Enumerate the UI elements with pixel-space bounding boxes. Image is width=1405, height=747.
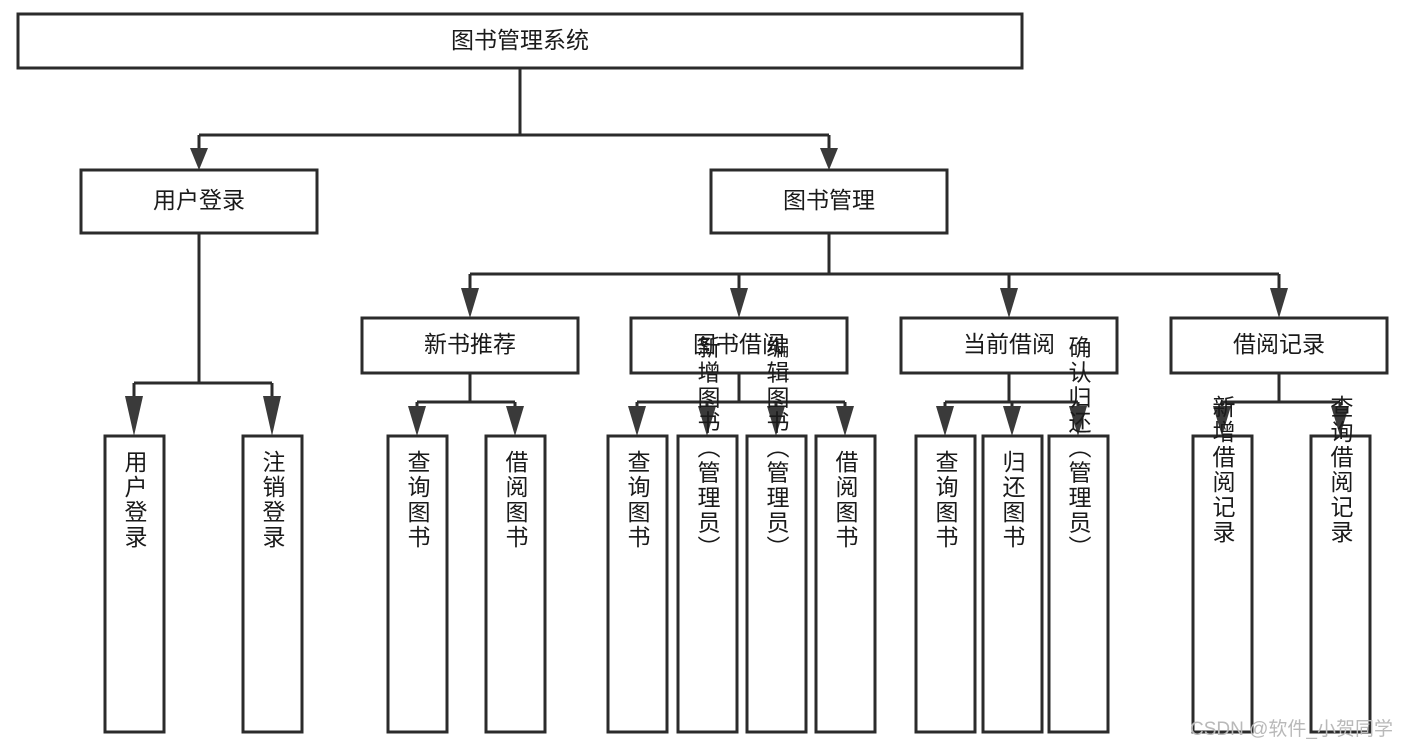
arrow-head-icon (628, 406, 646, 436)
leaf-label: 确认归还（管理员） (1065, 336, 1092, 561)
connectors-bookborrow-to-leaves (628, 373, 854, 436)
leaf-node[interactable]: 借阅图书 (484, 434, 547, 734)
arrow-head-icon (698, 406, 716, 436)
leaf-edit-book-box[interactable] (745, 434, 808, 734)
leaf-label: 新增图书（管理员） (694, 336, 721, 561)
arrow-head-icon (1270, 288, 1288, 318)
arrow-head-icon (125, 396, 143, 436)
leaf-label: 新增借阅记录 (1209, 395, 1236, 545)
leaf-query-borrow-record-box[interactable] (1309, 434, 1372, 734)
arrow-head-icon (730, 288, 748, 318)
leaf-query-book-1-box[interactable] (386, 434, 449, 734)
arrow-head-icon (1331, 406, 1349, 436)
node-book-borrow[interactable]: 图书借阅 (629, 316, 849, 375)
leaf-node[interactable]: 查询图书 (914, 434, 977, 734)
node-new-book-recommend[interactable]: 新书推荐 (360, 316, 580, 375)
node-user-login-box[interactable] (79, 168, 319, 235)
node-current-borrow-box[interactable] (899, 316, 1119, 375)
leaf-label: 用户登录 (121, 450, 148, 550)
arrow-head-icon (506, 406, 524, 436)
leaf-label: 查询图书 (404, 450, 431, 550)
connectors-newbook-to-leaves (408, 373, 524, 436)
leaf-label: 借阅图书 (832, 450, 859, 550)
node-borrow-record[interactable]: 借阅记录 (1169, 316, 1389, 375)
leaf-label: 归还图书 (999, 450, 1026, 550)
leaf-label: 注销登录 (259, 450, 286, 550)
connectors-borrowrecord-to-leaves (1213, 373, 1349, 436)
leaf-query-book-3-box[interactable] (914, 434, 977, 734)
leaf-return-book-box[interactable] (981, 434, 1044, 734)
arrow-head-icon (936, 406, 954, 436)
leaf-node[interactable]: 用户登录 (103, 434, 166, 734)
node-book-management[interactable]: 图书管理 (709, 168, 949, 235)
leaf-query-book-2-box[interactable] (606, 434, 669, 734)
connectors-root-to-level2 (190, 68, 838, 170)
node-new-book-recommend-label: 新书推荐 (424, 331, 516, 357)
node-root[interactable]: 图书管理系统 (16, 12, 1024, 70)
arrow-head-icon (1000, 288, 1018, 318)
arrow-head-icon (1003, 406, 1021, 436)
leaf-node[interactable]: 新增图书（管理员） (676, 336, 739, 734)
leaf-node[interactable]: 查询图书 (606, 434, 669, 734)
leaf-label: 借阅图书 (502, 450, 529, 550)
leaf-node[interactable]: 编辑图书（管理员） (745, 336, 808, 734)
leaf-label: 查询借阅记录 (1327, 395, 1354, 545)
leaf-node[interactable]: 归还图书 (981, 434, 1044, 734)
leaf-borrow-book-1-box[interactable] (484, 434, 547, 734)
leaf-node[interactable]: 确认归还（管理员） (1047, 336, 1110, 734)
node-book-borrow-label: 图书借阅 (693, 331, 785, 357)
leaf-user-login-box[interactable] (103, 434, 166, 734)
connectors-level2-to-level3 (461, 233, 1288, 318)
arrow-head-icon (836, 406, 854, 436)
leaf-label: 编辑图书（管理员） (763, 336, 790, 561)
node-borrow-record-label: 借阅记录 (1233, 331, 1325, 357)
arrow-head-icon (820, 148, 838, 170)
leaf-borrow-book-2-box[interactable] (814, 434, 877, 734)
node-current-borrow[interactable]: 当前借阅 (899, 316, 1119, 375)
node-borrow-record-box[interactable] (1169, 316, 1389, 375)
node-book-management-box[interactable] (709, 168, 949, 235)
node-new-book-recommend-box[interactable] (360, 316, 580, 375)
connectors-currentborrow-to-leaves (936, 373, 1087, 436)
node-root-box[interactable] (16, 12, 1024, 70)
leaf-add-borrow-record-box[interactable] (1191, 434, 1254, 734)
node-book-management-label: 图书管理 (783, 187, 875, 213)
arrow-head-icon (1069, 406, 1087, 436)
leaf-node[interactable]: 查询图书 (386, 434, 449, 734)
arrow-head-icon (190, 148, 208, 170)
node-current-borrow-label: 当前借阅 (963, 331, 1055, 357)
leaf-confirm-return-box[interactable] (1047, 434, 1110, 734)
leaf-add-book-box[interactable] (676, 434, 739, 734)
arrow-head-icon (263, 396, 281, 436)
connectors-userlogin-to-leaves (125, 233, 281, 436)
arrow-head-icon (767, 406, 785, 436)
leaf-logout-box[interactable] (241, 434, 304, 734)
leaf-label: 查询图书 (932, 450, 959, 550)
node-user-login[interactable]: 用户登录 (79, 168, 319, 235)
leaf-node[interactable]: 新增借阅记录 (1191, 395, 1254, 734)
node-user-login-label: 用户登录 (153, 187, 245, 213)
node-book-borrow-box[interactable] (629, 316, 849, 375)
node-root-label: 图书管理系统 (451, 27, 589, 53)
arrow-head-icon (461, 288, 479, 318)
leaf-node[interactable]: 借阅图书 (814, 434, 877, 734)
leaf-node[interactable]: 注销登录 (241, 434, 304, 734)
leaf-label: 查询图书 (624, 450, 651, 550)
arrow-head-icon (408, 406, 426, 436)
arrow-head-icon (1213, 406, 1231, 436)
leaf-node[interactable]: 查询借阅记录 (1309, 395, 1372, 734)
